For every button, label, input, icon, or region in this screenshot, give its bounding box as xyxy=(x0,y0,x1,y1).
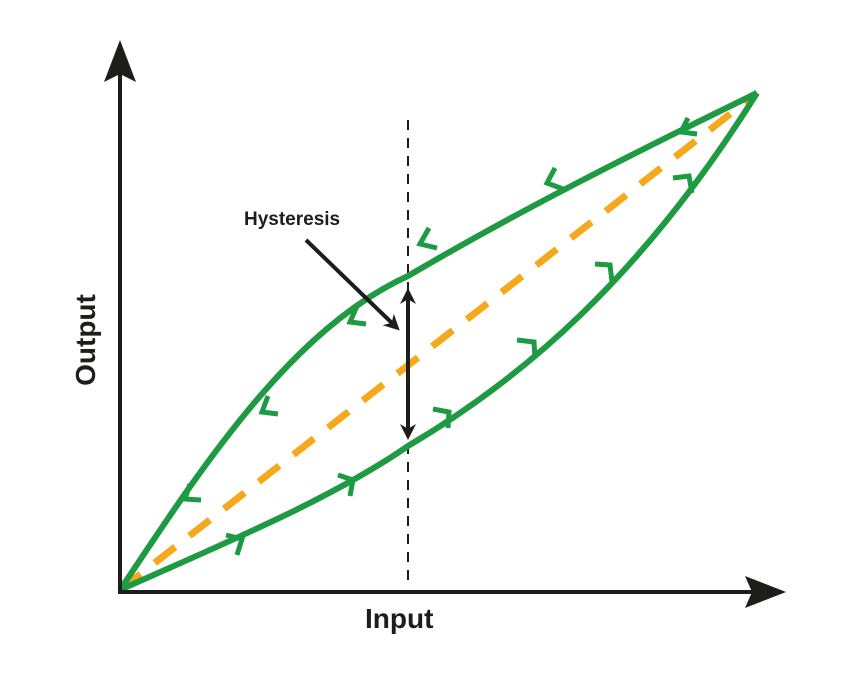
chevron-left-icon xyxy=(346,304,367,327)
ideal-response-line xyxy=(117,90,760,593)
upper-branch-direction-icons xyxy=(181,116,698,503)
upper-branch-curve xyxy=(117,90,759,592)
chevron-right-icon xyxy=(337,472,356,497)
y-axis-arrowhead-icon xyxy=(104,40,136,82)
hysteresis-annotation-label: Hysteresis xyxy=(244,209,341,230)
chevron-left-icon xyxy=(677,116,698,137)
chevron-left-icon xyxy=(416,226,438,251)
chevron-right-icon xyxy=(672,173,695,194)
chevron-right-icon xyxy=(594,261,615,283)
chevron-left-icon xyxy=(181,483,202,503)
chevron-right-icon xyxy=(516,337,538,359)
chevron-right-icon xyxy=(432,406,452,429)
annotation-pointer-arrow xyxy=(304,238,400,331)
y-axis-label: Output xyxy=(70,294,101,386)
chevron-left-icon xyxy=(543,166,564,192)
lower-branch-direction-icons xyxy=(225,173,695,556)
chevron-left-icon xyxy=(258,395,279,417)
lower-branch-curve xyxy=(118,91,760,593)
x-axis-arrowhead-icon xyxy=(745,576,786,608)
x-axis-label: Input xyxy=(365,603,434,634)
chevron-right-icon xyxy=(225,532,246,556)
